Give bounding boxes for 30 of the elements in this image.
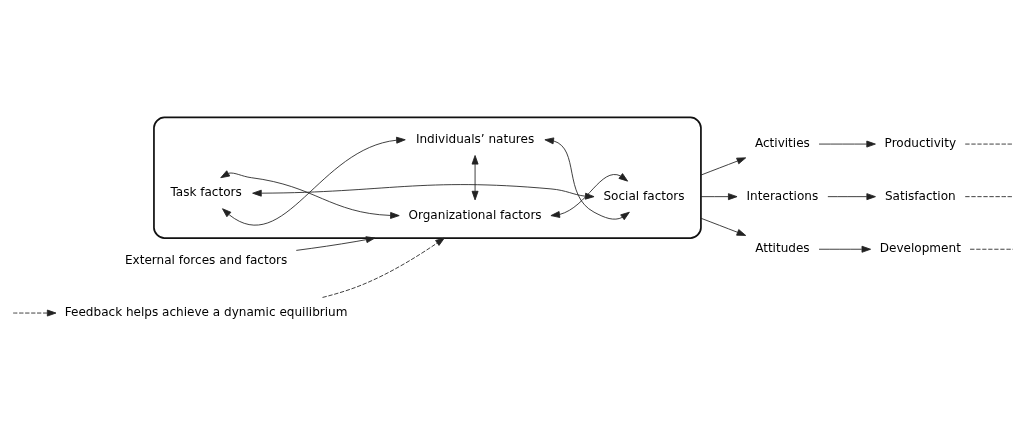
arrow	[700, 217, 747, 236]
node-text: Social factors	[603, 188, 685, 203]
arrow	[222, 136, 406, 226]
arrow	[322, 237, 445, 298]
node-text: Productivity	[884, 136, 957, 151]
node-text: Activities	[754, 136, 810, 151]
node-text: Feedback helps achieve a dynamic equilibrium	[64, 305, 348, 320]
arrow	[700, 193, 738, 201]
arrow	[220, 170, 400, 219]
arrow	[700, 157, 747, 176]
node-text: Organizational factors	[408, 207, 542, 222]
arrow	[252, 184, 595, 200]
arrow	[12, 309, 57, 317]
arrow	[818, 245, 872, 253]
node-text: Attitudes	[755, 241, 810, 256]
node-text: Development	[879, 241, 961, 256]
arrow	[827, 193, 876, 201]
arrow	[471, 155, 479, 201]
connector	[969, 248, 1014, 250]
arrow	[550, 173, 629, 218]
arrow	[818, 140, 876, 148]
node-text: External forces and factors	[124, 252, 288, 267]
node-text: Individuals’ natures	[415, 131, 535, 146]
node-text: Interactions	[746, 188, 819, 203]
arrow	[544, 137, 630, 221]
cluster	[153, 116, 702, 239]
connector	[964, 196, 1014, 198]
node-text: Task factors	[170, 185, 242, 200]
node-text: Satisfaction	[884, 188, 956, 203]
arrow	[295, 236, 376, 251]
